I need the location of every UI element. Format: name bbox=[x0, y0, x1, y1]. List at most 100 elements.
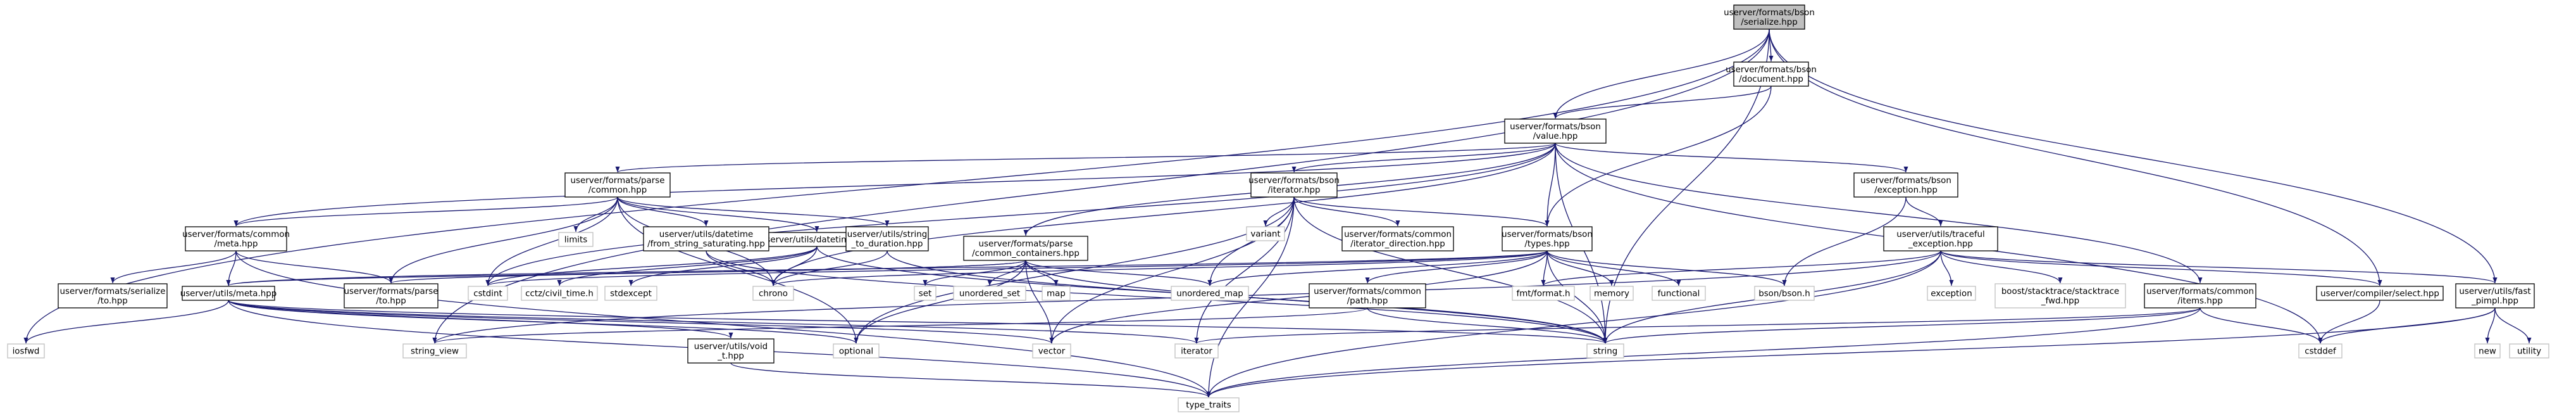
include-edge-common-containers-to-vector bbox=[1025, 260, 1054, 344]
node-parse-common[interactable]: userver/formats/parse/common.hpp bbox=[564, 172, 671, 198]
node-label-utility-line-0: utility bbox=[2517, 347, 2541, 357]
node-label-common-meta-line-0: userver/formats/common bbox=[182, 230, 290, 239]
node-box-root[interactable] bbox=[1733, 4, 1805, 30]
node-box-vector bbox=[1032, 343, 1071, 359]
node-box-type-traits bbox=[1178, 397, 1240, 412]
node-box-void-t[interactable] bbox=[687, 338, 775, 364]
node-box-string-to-duration[interactable] bbox=[845, 226, 929, 251]
node-common-path[interactable]: userver/formats/common/path.hpp bbox=[1309, 283, 1426, 309]
node-iterator-hpp[interactable]: userver/formats/bson/iterator.hpp bbox=[1248, 172, 1340, 198]
node-utils-meta[interactable]: userver/utils/meta.hpp bbox=[180, 286, 277, 301]
node-label-root-line-1: /serialize.hpp bbox=[1741, 18, 1798, 27]
include-edge-root-to-iosfwd bbox=[23, 29, 1770, 344]
node-box-dt-from-string[interactable] bbox=[643, 226, 769, 251]
node-label-utils-meta-line-0: userver/utils/meta.hpp bbox=[180, 290, 277, 299]
include-edge-value-to-parse-common bbox=[616, 143, 1556, 173]
include-edge-traceful-exception-to-boost-stacktrace bbox=[1940, 250, 2063, 284]
node-variant: variant bbox=[1246, 226, 1285, 241]
node-box-iterator-direction[interactable] bbox=[1341, 226, 1454, 251]
node-box-traceful-exception[interactable] bbox=[1883, 226, 1998, 251]
include-edge-bson-types-to-chrono bbox=[771, 250, 1548, 286]
node-box-parse-common[interactable] bbox=[564, 172, 671, 198]
node-box-fmt-format bbox=[1512, 286, 1575, 301]
node-box-bson-types[interactable] bbox=[1502, 226, 1593, 251]
node-label-type-traits-line-0: type_traits bbox=[1186, 401, 1231, 410]
node-chrono: chrono bbox=[752, 286, 794, 301]
node-label-chrono-line-0: chrono bbox=[759, 290, 788, 299]
node-common-containers[interactable]: userver/formats/parse/common_containers.… bbox=[963, 236, 1088, 261]
node-bson-exception[interactable]: userver/formats/bson/exception.hpp bbox=[1853, 172, 1958, 198]
include-edge-traceful-exception-to-fmt-format bbox=[1541, 250, 1941, 286]
include-edge-traceful-exception-to-compiler-select bbox=[1940, 250, 2382, 286]
node-compiler-select[interactable]: userver/compiler/select.hpp bbox=[2316, 286, 2444, 301]
node-label-void-t-line-0: userver/utils/void bbox=[694, 342, 768, 352]
node-fast-pimpl[interactable]: userver/utils/fast_pimpl.hpp bbox=[2455, 283, 2535, 309]
node-box-compiler-select[interactable] bbox=[2316, 286, 2444, 301]
node-datetime[interactable]: userver/utils/datetime.hpp bbox=[761, 232, 873, 247]
node-box-utils-meta[interactable] bbox=[182, 286, 275, 301]
node-label-parse-common-line-1: /common.hpp bbox=[588, 186, 647, 195]
include-edge-utils-meta-to-iterator-std bbox=[228, 300, 1199, 344]
node-traceful-exception[interactable]: userver/utils/traceful_exception.hpp bbox=[1883, 226, 1998, 251]
include-edge-value-to-common-items bbox=[1555, 143, 2203, 284]
include-edge-fast-pimpl-to-utility bbox=[2494, 307, 2532, 344]
include-edge-utils-meta-to-string bbox=[228, 300, 1607, 344]
node-box-bson-exception[interactable] bbox=[1853, 172, 1958, 198]
node-parse-to[interactable]: userver/formats/parse/to.hpp bbox=[344, 283, 439, 309]
node-label-value-line-0: userver/formats/bson bbox=[1510, 122, 1601, 132]
node-label-variant-line-0: variant bbox=[1250, 230, 1280, 239]
node-label-common-items-line-0: userver/formats/common bbox=[2146, 287, 2254, 296]
include-edge-datetime-to-stdexcept bbox=[628, 246, 818, 286]
node-box-utility bbox=[2509, 343, 2549, 359]
node-label-common-containers-line-0: userver/formats/parse bbox=[979, 239, 1073, 249]
node-serialize-to[interactable]: userver/formats/serialize/to.hpp bbox=[58, 283, 168, 309]
node-iterator-direction[interactable]: userver/formats/common/iterator_directio… bbox=[1341, 226, 1454, 251]
node-common-meta[interactable]: userver/formats/common/meta.hpp bbox=[182, 226, 290, 251]
node-label-string-to-duration-line-1: _to_duration.hpp bbox=[851, 239, 923, 249]
include-edge-parse-common-to-string-to-duration bbox=[617, 196, 890, 227]
node-box-string-view bbox=[402, 343, 467, 359]
node-box-iterator-hpp[interactable] bbox=[1250, 172, 1338, 198]
node-dt-from-string[interactable]: userver/utils/datetime/from_string_satur… bbox=[643, 226, 769, 251]
include-edge-iterator-hpp-to-iterator-std bbox=[1194, 196, 1295, 344]
node-root[interactable]: userver/formats/bson/serialize.hpp bbox=[1724, 4, 1815, 30]
node-box-value[interactable] bbox=[1504, 118, 1607, 144]
node-document[interactable]: userver/formats/bson/document.hpp bbox=[1726, 61, 1817, 87]
include-edge-bson-exception-to-traceful-exception bbox=[1905, 196, 1943, 227]
include-edge-common-items-to-string bbox=[1603, 307, 2201, 344]
node-value[interactable]: userver/formats/bson/value.hpp bbox=[1504, 118, 1607, 144]
include-edge-common-path-to-string-view bbox=[432, 307, 1368, 344]
node-cstddef: cstddef bbox=[2298, 343, 2343, 359]
include-edge-traceful-exception-to-exception bbox=[1940, 250, 1954, 286]
node-void-t[interactable]: userver/utils/void_t.hpp bbox=[687, 338, 775, 364]
node-box-cctz bbox=[521, 286, 598, 301]
include-edge-parse-common-to-parse-to bbox=[389, 196, 618, 284]
include-edge-bson-types-to-common-path bbox=[1365, 250, 1548, 284]
node-box-bson-h bbox=[1754, 286, 1815, 301]
node-box-parse-to[interactable] bbox=[344, 283, 439, 309]
include-edge-compiler-select-to-cstddef bbox=[2318, 300, 2380, 344]
node-label-stdexcept-line-0: stdexcept bbox=[610, 290, 652, 299]
node-label-datetime-line-0: userver/utils/datetime.hpp bbox=[761, 236, 873, 245]
node-label-traceful-exception-line-0: userver/utils/traceful bbox=[1896, 230, 1985, 239]
node-box-common-items[interactable] bbox=[2144, 283, 2256, 309]
include-edge-string-to-duration-to-chrono bbox=[771, 250, 888, 286]
node-box-fast-pimpl[interactable] bbox=[2455, 283, 2535, 309]
node-box-serialize-to[interactable] bbox=[58, 283, 168, 309]
node-string-to-duration[interactable]: userver/utils/string_to_duration.hpp bbox=[845, 226, 929, 251]
node-label-bson-types-line-0: userver/formats/bson bbox=[1502, 230, 1593, 239]
node-label-fast-pimpl-line-0: userver/utils/fast bbox=[2459, 287, 2530, 296]
node-box-common-containers[interactable] bbox=[963, 236, 1088, 261]
node-label-bson-h-line-0: bson/bson.h bbox=[1758, 290, 1810, 299]
node-bson-types[interactable]: userver/formats/bson/types.hpp bbox=[1502, 226, 1593, 251]
node-common-items[interactable]: userver/formats/common/items.hpp bbox=[2144, 283, 2256, 309]
include-edge-value-to-bson-types bbox=[1545, 143, 1556, 227]
node-box-cstdint bbox=[468, 286, 508, 301]
node-box-common-meta[interactable] bbox=[185, 226, 287, 251]
include-edge-value-to-chrono bbox=[771, 143, 1556, 286]
node-label-fmt-format-line-0: fmt/format.h bbox=[1517, 290, 1571, 299]
node-box-common-path[interactable] bbox=[1309, 283, 1426, 309]
node-optional: optional bbox=[833, 343, 880, 359]
node-box-document[interactable] bbox=[1733, 61, 1809, 87]
